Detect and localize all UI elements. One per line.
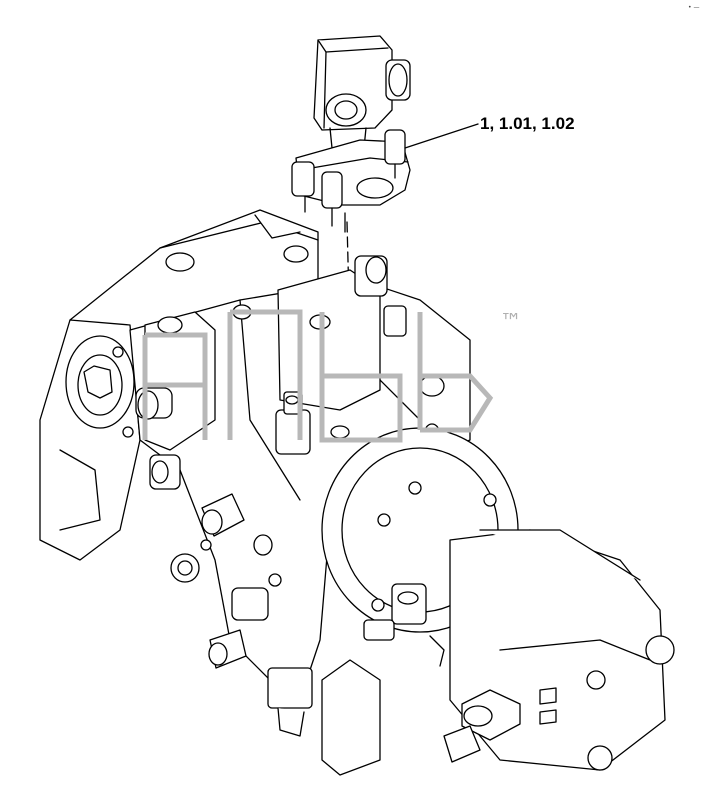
- callout-label-part-number: 1, 1.01, 1.02: [480, 114, 575, 133]
- corner-mark: • —: [688, 4, 700, 11]
- solenoid-valve-part: [291, 35, 411, 233]
- callout-leader-line: [404, 123, 479, 149]
- watermark-logo: [142, 309, 494, 443]
- hydraulic-pump-body: [39, 209, 471, 776]
- trademark-symbol: ™: [500, 310, 523, 335]
- gear-pump: [321, 427, 675, 771]
